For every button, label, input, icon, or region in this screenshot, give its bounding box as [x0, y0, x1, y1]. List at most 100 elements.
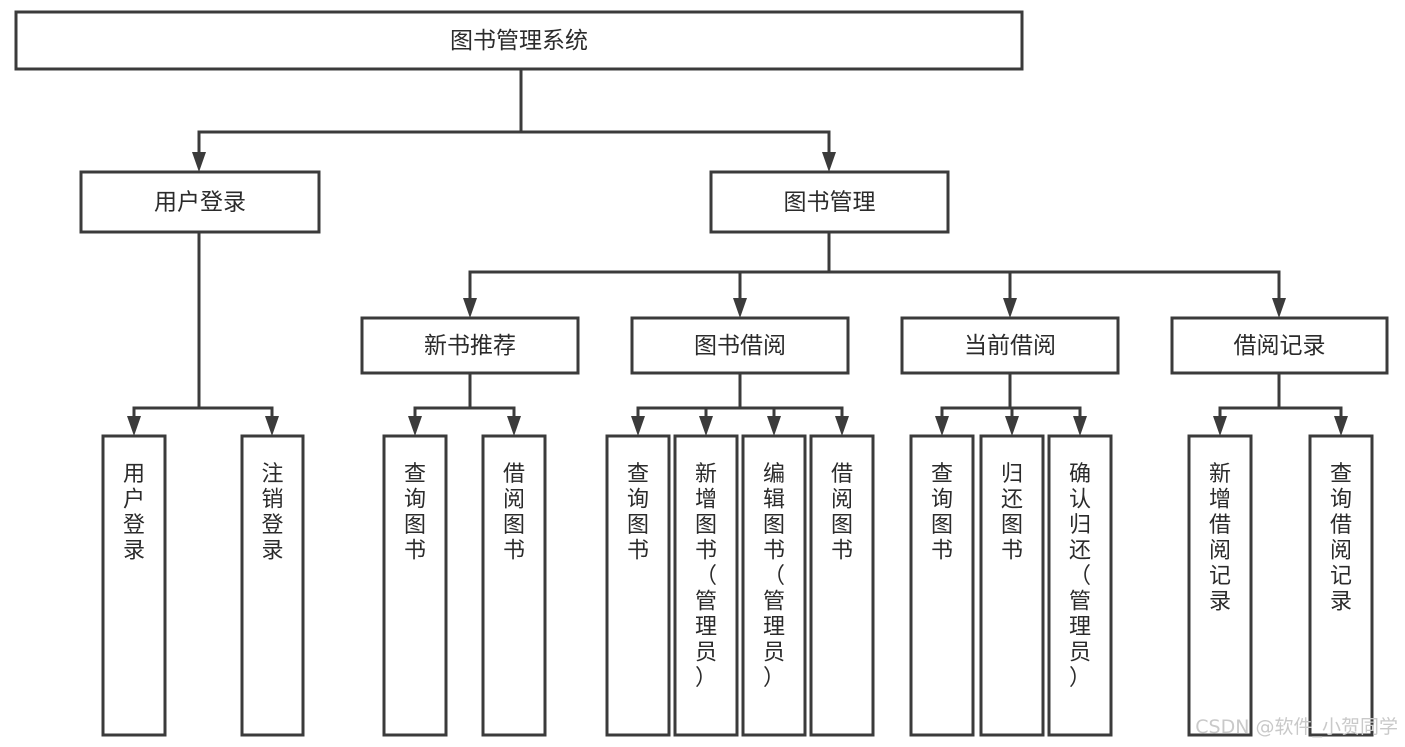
node-box[interactable]: [709, 170, 950, 234]
arrow-head-icon: [507, 416, 521, 436]
node-level3[interactable]: 借阅记录: [1170, 316, 1389, 375]
node-leaf[interactable]: 新增图书（管理员）: [673, 434, 739, 737]
node-box[interactable]: [360, 316, 580, 375]
node-box[interactable]: [979, 434, 1045, 737]
connector-edge: [1277, 373, 1348, 436]
node-layer: 图书管理系统用户登录图书管理新书推荐图书借阅当前借阅借阅记录用户登录注销登录查询…: [14, 10, 1389, 737]
arrow-head-icon: [822, 152, 836, 172]
connector-edge: [1005, 373, 1019, 436]
connector-line: [1277, 373, 1343, 419]
node-level3[interactable]: 新书推荐: [360, 316, 580, 375]
node-root[interactable]: 图书管理系统: [14, 10, 1024, 71]
arrow-head-icon: [1272, 298, 1286, 318]
connector-line: [468, 373, 516, 419]
node-box[interactable]: [1047, 434, 1113, 737]
node-leaf[interactable]: 借阅图书: [481, 434, 547, 737]
node-label: 注销登录: [261, 462, 283, 564]
connector-line: [738, 232, 831, 301]
node-label: 借阅图书: [503, 462, 525, 564]
arrow-head-icon: [1073, 416, 1087, 436]
node-label: 用户登录: [123, 462, 145, 564]
node-box[interactable]: [809, 434, 875, 737]
connector-edge: [468, 373, 521, 436]
node-label: 借阅图书: [831, 462, 853, 564]
node-leaf[interactable]: 查询图书: [382, 434, 448, 737]
connector-edge: [738, 373, 781, 436]
node-label: 查询借阅记录: [1330, 462, 1352, 615]
connector-line: [940, 373, 1012, 419]
arrow-head-icon: [935, 416, 949, 436]
connector-edge: [408, 373, 472, 436]
node-level3[interactable]: 当前借阅: [900, 316, 1120, 375]
connector-edge: [699, 373, 742, 436]
connector-layer: [127, 69, 1348, 436]
node-label: 图书管理系统: [450, 28, 588, 54]
node-leaf[interactable]: 查询图书: [909, 434, 975, 737]
arrow-head-icon: [767, 416, 781, 436]
node-level2[interactable]: 用户登录: [79, 170, 321, 234]
node-box[interactable]: [382, 434, 448, 737]
node-level2[interactable]: 图书管理: [709, 170, 950, 234]
node-leaf[interactable]: 注销登录: [240, 434, 305, 737]
node-leaf[interactable]: 用户登录: [101, 434, 167, 737]
arrow-head-icon: [265, 416, 279, 436]
node-box[interactable]: [605, 434, 671, 737]
connector-edge: [935, 373, 1012, 436]
connector-line: [636, 373, 742, 419]
connector-line: [1008, 373, 1082, 419]
node-box[interactable]: [14, 10, 1024, 71]
node-box[interactable]: [1308, 434, 1374, 737]
node-box[interactable]: [673, 434, 739, 737]
node-leaf[interactable]: 编辑图书（管理员）: [741, 434, 807, 737]
node-level3[interactable]: 图书借阅: [630, 316, 850, 375]
node-leaf[interactable]: 借阅图书: [809, 434, 875, 737]
node-label: 新书推荐: [424, 333, 516, 359]
node-label: 归还图书: [1001, 462, 1023, 564]
arrow-head-icon: [733, 298, 747, 318]
connector-edge: [197, 232, 279, 436]
connector-line: [413, 373, 472, 419]
node-box[interactable]: [1170, 316, 1389, 375]
connector-line: [738, 373, 776, 419]
arrow-head-icon: [1005, 416, 1019, 436]
connector-edge: [1213, 373, 1281, 436]
node-label: 查询图书: [931, 462, 953, 564]
node-box[interactable]: [481, 434, 547, 737]
node-leaf[interactable]: 确认归还（管理员）: [1047, 434, 1113, 737]
connector-edge: [827, 232, 1017, 318]
connector-line: [197, 69, 523, 155]
node-leaf[interactable]: 归还图书: [979, 434, 1045, 737]
arrow-head-icon: [631, 416, 645, 436]
arrow-head-icon: [1334, 416, 1348, 436]
node-label: 用户登录: [154, 190, 246, 216]
node-box[interactable]: [741, 434, 807, 737]
node-label: 查询图书: [404, 462, 426, 564]
node-box[interactable]: [79, 170, 321, 234]
connector-edge: [827, 232, 1286, 318]
connector-edge: [1008, 373, 1087, 436]
arrow-head-icon: [192, 152, 206, 172]
connector-line: [704, 373, 742, 419]
connector-line: [519, 69, 831, 155]
arrow-head-icon: [835, 416, 849, 436]
node-label: 借阅记录: [1234, 333, 1326, 359]
node-label: 新增借阅记录: [1209, 462, 1231, 615]
connector-line: [827, 232, 1281, 301]
node-leaf[interactable]: 新增借阅记录: [1187, 434, 1253, 737]
node-leaf[interactable]: 查询借阅记录: [1308, 434, 1374, 737]
node-box[interactable]: [900, 316, 1120, 375]
node-box[interactable]: [909, 434, 975, 737]
node-box[interactable]: [101, 434, 167, 737]
node-label: 图书管理: [784, 190, 876, 216]
node-box[interactable]: [630, 316, 850, 375]
arrow-head-icon: [463, 298, 477, 318]
node-leaf[interactable]: 查询图书: [605, 434, 671, 737]
node-label: 当前借阅: [964, 333, 1056, 359]
connector-line: [1218, 373, 1281, 419]
node-label: 新增图书（管理员）: [695, 462, 717, 691]
node-box[interactable]: [240, 434, 305, 737]
node-box[interactable]: [1187, 434, 1253, 737]
connector-line: [827, 232, 1012, 301]
